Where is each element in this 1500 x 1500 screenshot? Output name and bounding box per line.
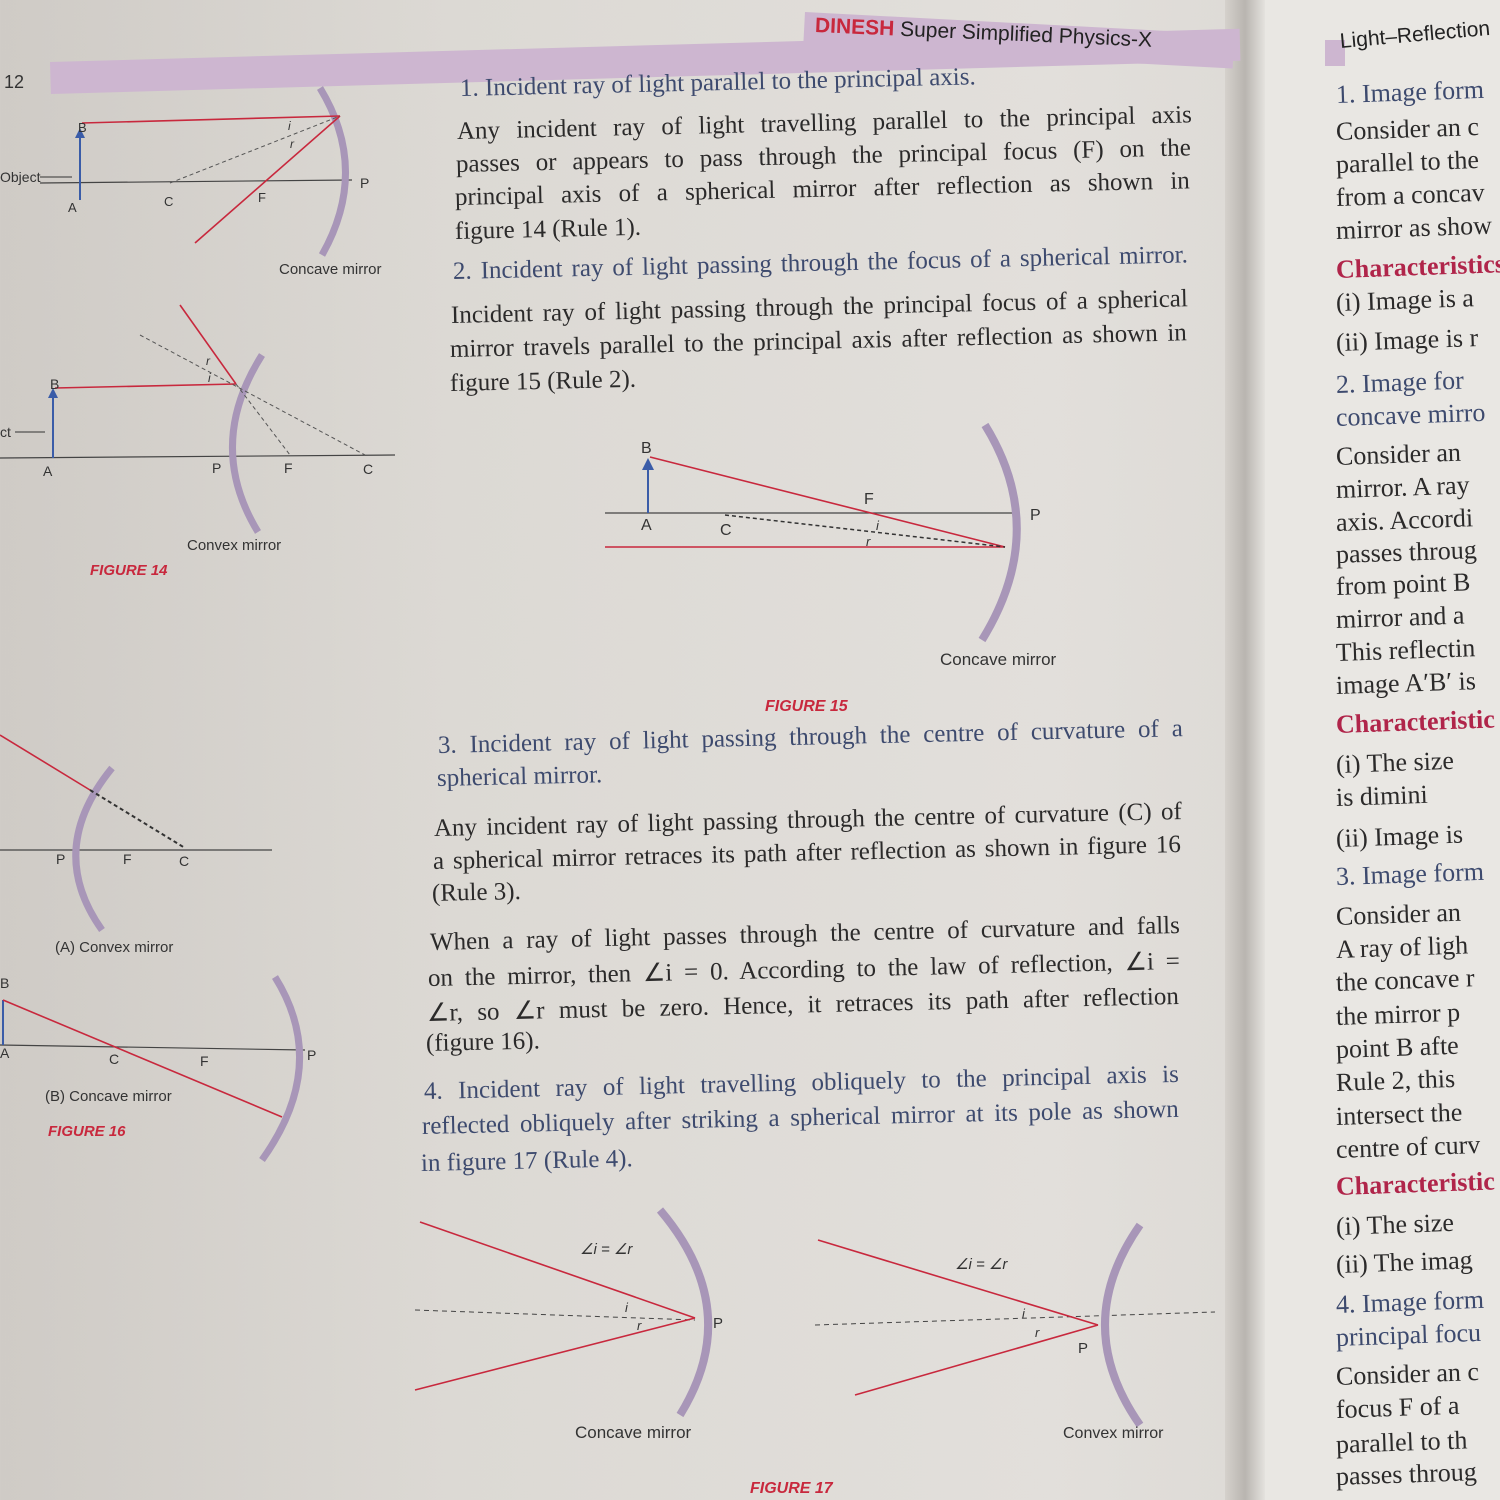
normal-line xyxy=(139,334,366,456)
figure-15: B A C F P i r Concave mirror FIGURE 15 xyxy=(605,422,1057,715)
label-A: A xyxy=(43,463,53,479)
label-A: A xyxy=(641,517,652,534)
label-i: i xyxy=(876,518,880,533)
extended-ray xyxy=(89,789,186,849)
label-F: F xyxy=(123,851,132,867)
label-i: i xyxy=(288,119,291,133)
normal-line xyxy=(724,514,1006,548)
arrowhead-icon xyxy=(75,128,85,138)
label-r: r xyxy=(206,354,211,368)
virtual-ray xyxy=(235,383,291,456)
label-B: B xyxy=(78,120,87,135)
reflected-ray xyxy=(194,115,341,244)
convex-mirror xyxy=(72,765,115,933)
label-B: B xyxy=(0,975,9,991)
page-number: 12 xyxy=(4,72,25,92)
label-P: P xyxy=(360,175,369,191)
figure-15-label: FIGURE 15 xyxy=(765,698,849,715)
angle-equality-label: ∠i = ∠r xyxy=(580,1241,633,1258)
label-P: P xyxy=(1030,507,1041,524)
incident-ray xyxy=(54,383,237,389)
principal-axis xyxy=(0,454,396,459)
principal-axis xyxy=(814,1311,1216,1326)
reflected-ray xyxy=(179,304,237,385)
incident-ray xyxy=(419,1221,696,1319)
label-P: P xyxy=(713,1315,723,1332)
label-P: P xyxy=(307,1047,316,1063)
label-P: P xyxy=(212,460,221,476)
concave-mirror xyxy=(259,975,304,1163)
angle-equality-label: ∠i = ∠r xyxy=(955,1256,1008,1273)
convex-mirror xyxy=(228,353,265,534)
incident-ray xyxy=(81,115,341,124)
normal-line xyxy=(169,115,341,184)
right-header-band xyxy=(1325,40,1345,66)
figure-16-b: B A C F P (B) Concave mirror FIGURE 16 xyxy=(0,975,316,1163)
label-C: C xyxy=(164,194,173,209)
label-i: i xyxy=(625,1300,629,1315)
label-B: B xyxy=(50,376,59,392)
arrowhead-icon xyxy=(642,458,654,470)
arrowhead-icon xyxy=(48,388,58,398)
caption-convex-mirror: Convex mirror xyxy=(187,537,281,554)
object-label: ct xyxy=(0,424,11,440)
label-r: r xyxy=(637,1318,642,1333)
label-F: F xyxy=(258,190,266,205)
figure-17-concave: ∠i = ∠r i r P Concave mirror xyxy=(414,1207,723,1442)
label-A: A xyxy=(0,1045,10,1061)
label-i: i xyxy=(208,371,211,385)
caption-concave-mirror: Concave mirror xyxy=(575,1423,692,1442)
label-A: A xyxy=(68,200,77,215)
caption-concave-mirror: Concave mirror xyxy=(279,261,382,278)
right-page xyxy=(1262,0,1500,1500)
figure-17-label: FIGURE 17 xyxy=(750,1480,834,1497)
principal-axis xyxy=(39,179,353,184)
label-C: C xyxy=(363,461,373,477)
caption-convex-mirror: Convex mirror xyxy=(1063,1425,1164,1442)
page-gutter xyxy=(1225,0,1265,1500)
principal-axis xyxy=(414,1309,696,1321)
label-i: i xyxy=(1022,1306,1026,1321)
figure-14-convex: ct B A P F C r i Convex mirror FIGURE 14 xyxy=(0,304,396,579)
label-F: F xyxy=(200,1053,209,1069)
label-C: C xyxy=(109,1051,119,1067)
principal-axis xyxy=(0,1044,306,1051)
object-label: Object xyxy=(0,169,41,185)
figure-14-label: FIGURE 14 xyxy=(90,562,168,579)
figure-14-concave: Object B A C F P i r Concave mirror xyxy=(0,86,382,278)
figure-16-label: FIGURE 16 xyxy=(48,1123,126,1140)
concave-mirror xyxy=(317,86,349,257)
label-F: F xyxy=(864,491,874,508)
convex-mirror xyxy=(1101,1222,1144,1428)
caption-concave-mirror: (B) Concave mirror xyxy=(45,1088,172,1105)
label-r: r xyxy=(290,137,295,151)
caption-convex-mirror: (A) Convex mirror xyxy=(55,939,173,956)
label-P: P xyxy=(56,851,65,867)
reflected-ray xyxy=(414,1317,696,1391)
label-r: r xyxy=(1035,1325,1040,1340)
incident-ray xyxy=(649,456,1006,548)
incident-ray xyxy=(0,734,91,791)
figure-16-a: P F C (A) Convex mirror xyxy=(0,734,272,956)
incident-ray xyxy=(2,999,283,1118)
label-C: C xyxy=(179,853,189,869)
label-F: F xyxy=(284,460,293,476)
reflected-ray xyxy=(854,1324,1099,1396)
label-r: r xyxy=(866,534,871,549)
caption-concave-mirror: Concave mirror xyxy=(940,650,1057,669)
figure-17-convex: ∠i = ∠r i r P Convex mirror FIGURE 17 xyxy=(750,1222,1216,1497)
concave-mirror xyxy=(656,1207,713,1418)
label-B: B xyxy=(641,440,652,457)
concave-mirror xyxy=(978,422,1021,643)
incident-ray xyxy=(817,1239,1099,1326)
label-C: C xyxy=(720,522,732,539)
label-P: P xyxy=(1078,1340,1088,1357)
